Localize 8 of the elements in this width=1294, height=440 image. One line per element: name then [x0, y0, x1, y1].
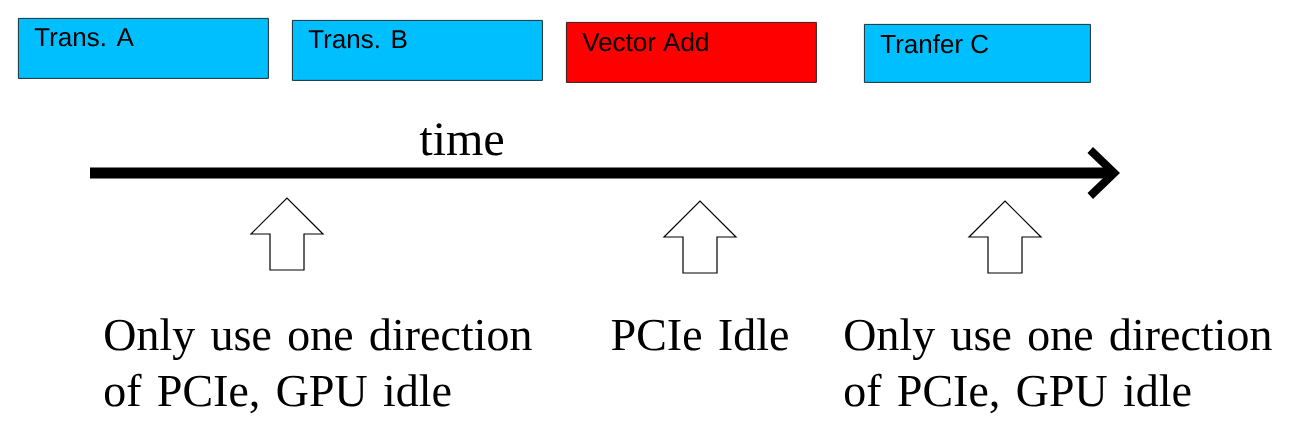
task-box: Trans. A	[18, 18, 269, 79]
axis-label: time	[419, 123, 503, 156]
annotation-text: Only use one direction of PCIe, GPU idle	[844, 318, 1272, 414]
annotation-text: PCIe Idle	[611, 318, 788, 351]
task-box: Tranfer C	[864, 24, 1091, 83]
annotation-text: Only use one direction of PCIe, GPU idle	[104, 318, 532, 414]
task-box: Trans. B	[292, 20, 543, 81]
task-box: Vector Add	[566, 22, 817, 83]
